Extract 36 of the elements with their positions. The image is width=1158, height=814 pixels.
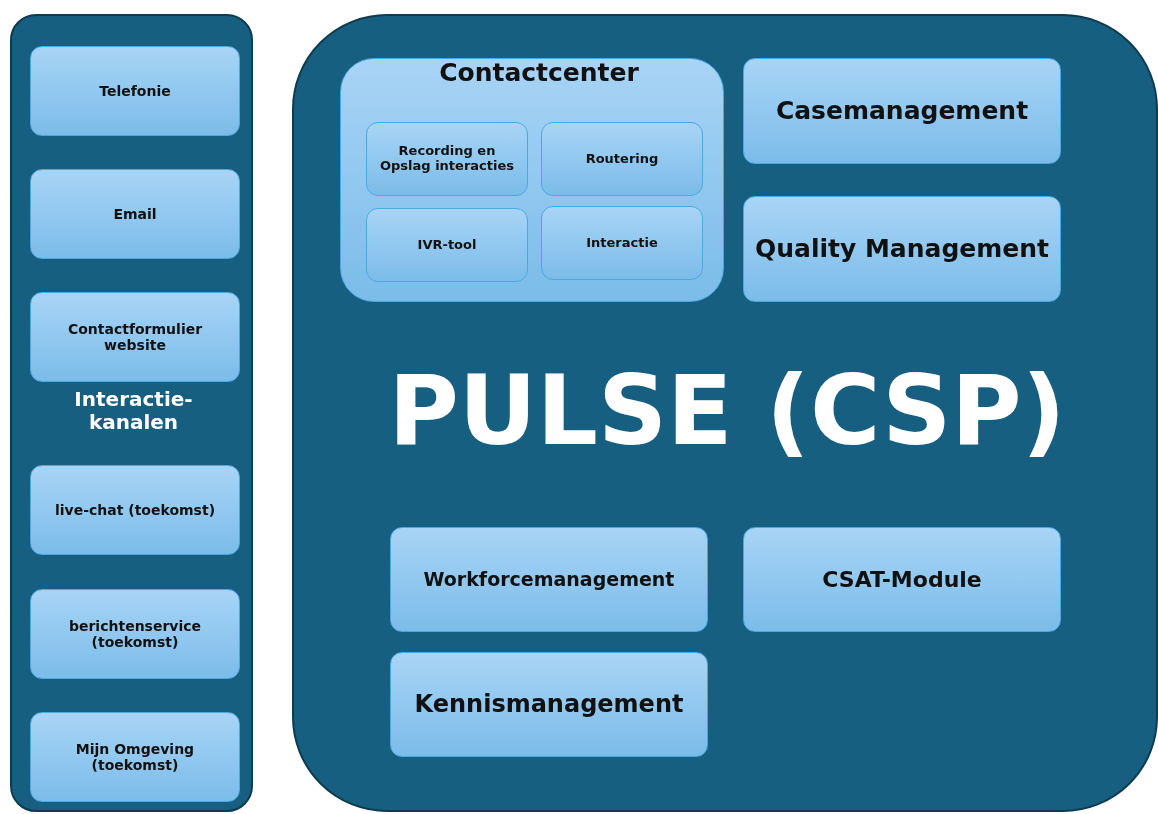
module-label: Casemanagement [774, 96, 1030, 126]
module-box [390, 527, 708, 632]
module-box [30, 46, 240, 136]
module-label: Interactie [585, 235, 659, 251]
module-label: Routering [584, 151, 660, 167]
module-box [30, 292, 240, 382]
module-box [366, 208, 528, 282]
module-label: Email [112, 205, 158, 223]
module-box [541, 122, 703, 196]
module-label: Kennismanagement [413, 690, 685, 719]
panel-background [10, 14, 253, 812]
module-box [541, 206, 703, 280]
module-label: Contactformulier website [66, 320, 204, 354]
module-label: live-chat (toekomst) [53, 501, 217, 519]
module-box [743, 527, 1061, 632]
module-box [30, 712, 240, 802]
module-label: Telefonie [98, 82, 172, 100]
module-box [30, 589, 240, 679]
module-label: Recording en Opslag interacties [379, 144, 515, 174]
panel-title: Interactie- kanalen [73, 388, 194, 434]
module-box [30, 169, 240, 259]
module-label: Mijn Omgeving (toekomst) [74, 740, 196, 774]
group-box [340, 58, 724, 302]
module-box [366, 122, 528, 196]
module-box [743, 58, 1061, 164]
module-box [743, 196, 1061, 302]
panel-title: Contactcenter [438, 59, 640, 88]
module-label: IVR-tool [416, 237, 478, 253]
module-label: Quality Management [754, 234, 1050, 264]
module-box [30, 465, 240, 555]
module-label: Workforcemanagement [422, 568, 676, 591]
panel-background [292, 14, 1158, 812]
module-label: berichtenservice (toekomst) [67, 617, 203, 651]
panel-title: PULSE (CSP) [387, 356, 1067, 467]
module-box [390, 652, 708, 757]
module-label: CSAT-Module [821, 566, 983, 593]
